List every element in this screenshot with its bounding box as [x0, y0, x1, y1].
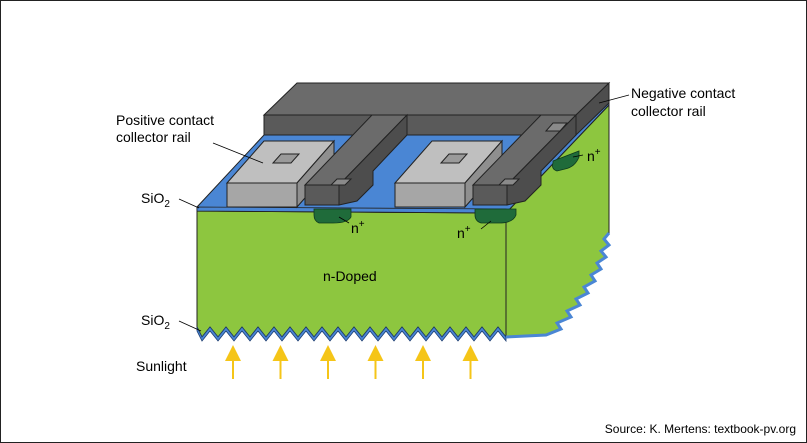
n-plus-1-text: n [351, 220, 359, 236]
sunlight-label: Sunlight [136, 358, 187, 374]
positive-contact-label-line1: Positive contact [116, 112, 214, 128]
n-plus-region-2 [474, 208, 517, 224]
n-plus-region-1 [313, 208, 352, 224]
source-credit: Source: K. Mertens: textbook-pv.org [605, 422, 796, 436]
negative-contact-label-line2: collector rail [631, 103, 706, 119]
n-plus-label-3: n+ [587, 147, 601, 164]
negative-contact-label-line1: Negative contact [631, 85, 735, 101]
leader-sio2-top [178, 198, 200, 209]
n-plus-3-sup: + [595, 147, 601, 158]
bulk-label: n-Doped [323, 268, 377, 284]
leader-positive [212, 142, 264, 164]
leader-nplus-1 [338, 216, 350, 224]
leader-nplus-3 [572, 154, 584, 158]
side-oxide-edge [505, 232, 612, 339]
sio2-bottom-text: SiO [141, 312, 164, 328]
sio2-bottom-label: SiO2 [141, 312, 170, 332]
sio2-top-text: SiO [141, 190, 164, 206]
n-plus-region-3 [552, 150, 580, 172]
leader-sio2-bottom [178, 320, 202, 332]
n-plus-3-text: n [587, 148, 595, 164]
n-plus-1-sup: + [359, 219, 365, 230]
leader-nplus-2 [480, 220, 492, 230]
n-plus-label-2: n+ [457, 224, 471, 241]
n-plus-label-1: n+ [351, 219, 365, 236]
sio2-bottom-subscript: 2 [164, 321, 170, 332]
sio2-top-subscript: 2 [164, 199, 170, 210]
sunlight-arrows [225, 345, 479, 379]
negative-contact-rail [262, 81, 611, 206]
n-plus-2-sup: + [465, 224, 471, 235]
positive-contact-label-line2: collector rail [116, 129, 191, 145]
n-plus-2-text: n [457, 225, 465, 241]
sio2-top-label: SiO2 [141, 190, 170, 210]
bottom-oxide-layer [196, 326, 507, 343]
leader-negative [598, 94, 630, 104]
